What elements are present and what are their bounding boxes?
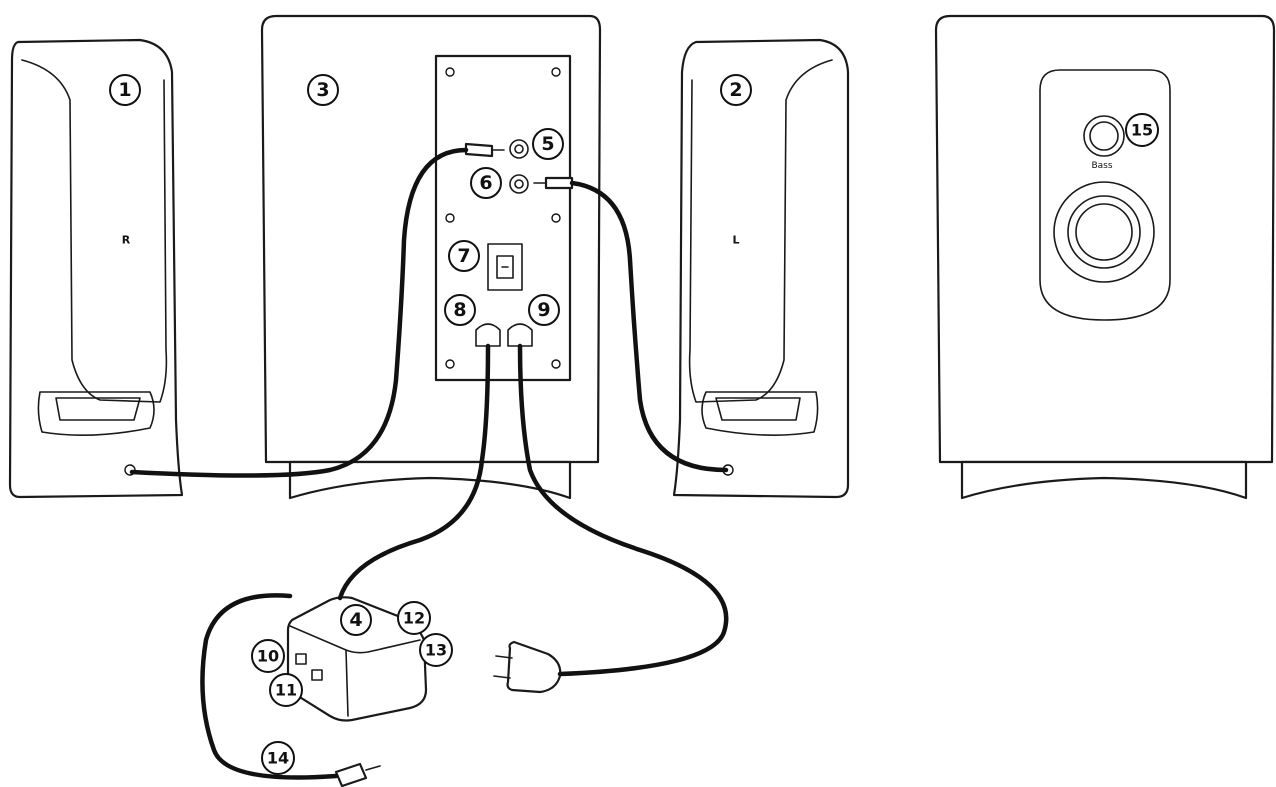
callout-number: 10	[257, 647, 279, 666]
right-output-jack	[509, 139, 529, 159]
callout-3: 3	[307, 74, 339, 106]
callout-14: 14	[261, 741, 295, 775]
woofer-port	[1053, 181, 1155, 283]
callout-7: 7	[448, 240, 480, 272]
callout-number: 8	[453, 299, 466, 321]
control-pod-cable	[337, 343, 491, 601]
control-pod-port	[475, 323, 501, 347]
power-plug	[493, 640, 562, 694]
callout-number: 3	[316, 79, 329, 101]
power-cord-port	[507, 323, 533, 347]
callout-6: 6	[470, 167, 502, 199]
power-cord	[517, 343, 729, 677]
callout-number: 2	[729, 79, 742, 101]
callout-12: 12	[397, 601, 431, 635]
callout-number: 11	[275, 681, 297, 700]
headphone-jack	[295, 653, 307, 665]
subwoofer-rear	[260, 14, 602, 500]
right-satellite-speaker: R	[8, 38, 184, 499]
audio-input-plug	[334, 762, 381, 787]
audio-input-cable	[200, 593, 339, 780]
callout-number: 14	[267, 749, 289, 768]
callout-8: 8	[444, 294, 476, 326]
callout-number: 6	[479, 172, 492, 194]
callout-4: 4	[340, 604, 372, 636]
callout-number: 7	[457, 245, 470, 267]
callout-2: 2	[720, 74, 752, 106]
rca-plug-left-cable	[533, 176, 574, 190]
power-switch	[487, 243, 523, 291]
callout-number: 13	[425, 641, 447, 660]
callout-number: 5	[541, 133, 554, 155]
bass-knob	[1083, 115, 1125, 157]
callout-10: 10	[251, 639, 285, 673]
callout-1: 1	[109, 74, 141, 106]
rear-control-panel	[434, 54, 572, 382]
left-speaker-side-label: L	[732, 234, 739, 247]
left-satellite-speaker: L	[672, 38, 850, 499]
callout-15: 15	[1125, 113, 1159, 147]
callout-number: 12	[403, 609, 425, 628]
callout-5: 5	[532, 128, 564, 160]
callout-11: 11	[269, 673, 303, 707]
left-speaker-cable	[569, 180, 729, 473]
callout-number: 9	[537, 299, 550, 321]
left-output-jack	[509, 174, 529, 194]
callout-number: 4	[349, 609, 362, 631]
callout-number: 1	[118, 79, 131, 101]
callout-9: 9	[528, 294, 560, 326]
subwoofer-front: Bass	[934, 14, 1276, 500]
callout-number: 15	[1131, 121, 1153, 140]
right-speaker-side-label: R	[122, 234, 131, 247]
aux-jack	[311, 669, 323, 681]
callout-13: 13	[419, 633, 453, 667]
bass-knob-label: Bass	[1091, 161, 1112, 171]
right-speaker-cable	[129, 147, 469, 478]
front-baffle	[1039, 69, 1171, 321]
